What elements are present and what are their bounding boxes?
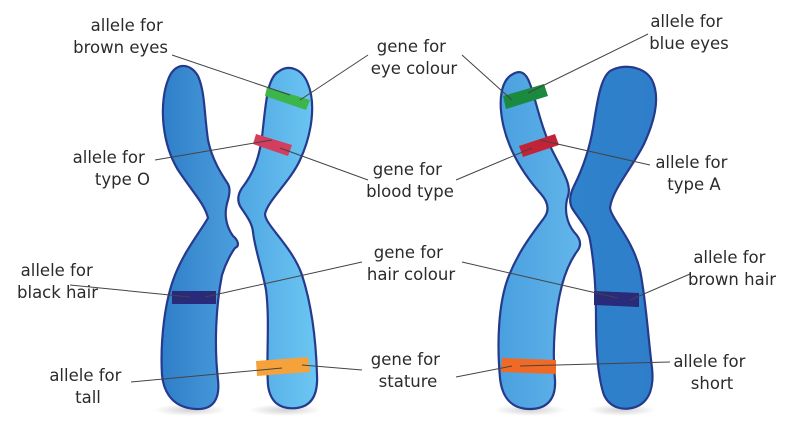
- leader-eye-colour-right: [462, 55, 512, 100]
- label-allele-short: allele for short: [673, 352, 750, 393]
- label-allele-brown-hair: allele for brown hair: [688, 248, 776, 289]
- right-chromosome: [494, 67, 656, 416]
- label-allele-tall: allele for tall: [49, 366, 126, 407]
- label-gene-eye-colour: gene for eye colour: [371, 37, 458, 78]
- left-allele-labels-centered: allele for tall: [49, 366, 126, 407]
- label-allele-type-a: allele for type A: [655, 153, 732, 194]
- label-gene-blood-type: gene for blood type: [366, 160, 454, 201]
- left-chromosome: [154, 66, 321, 416]
- left-chromosome-chromatid-a: [162, 66, 238, 409]
- label-allele-brown-eyes: allele for brown eyes: [73, 16, 168, 57]
- left-allele-labels: allele for brown eyes allele for type O …: [17, 16, 168, 302]
- label-gene-hair-colour: gene for hair colour: [367, 243, 455, 284]
- label-allele-black-hair: allele for black hair: [17, 261, 98, 302]
- label-allele-type-o: allele for type O: [73, 148, 150, 189]
- leader-eye-colour: [300, 55, 368, 100]
- label-allele-blue-eyes: allele for blue eyes: [649, 12, 729, 53]
- right-allele-labels: allele for blue eyes allele for type A a…: [649, 12, 776, 393]
- label-gene-stature: gene for stature: [371, 350, 445, 391]
- gene-labels: gene for eye colour gene for blood type …: [366, 37, 457, 391]
- right-chromosome-chromatid-b: [570, 67, 656, 409]
- band-black-hair: [172, 291, 216, 304]
